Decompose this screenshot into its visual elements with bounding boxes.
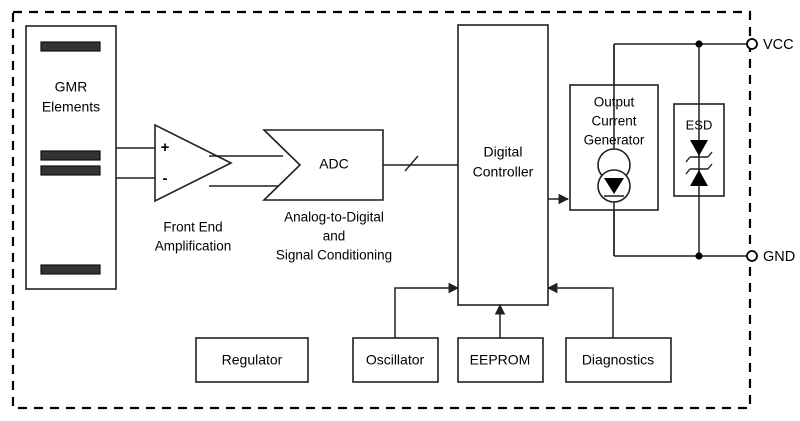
wire-diagnostics-to-controller: [546, 282, 614, 338]
adc-caption-line1: Analog-to-Digital: [284, 210, 384, 225]
gmr-bar-2: [40, 150, 101, 161]
oscillator-box: [352, 337, 439, 383]
gmr-elements-block: GMR Elements: [25, 25, 117, 290]
gmr-label-line1: GMR: [55, 79, 88, 95]
pin-label-gnd: GND: [763, 249, 795, 265]
amplifier-plus-label: +: [161, 139, 170, 156]
amplifier-caption-line1: Front End: [163, 220, 222, 235]
wire-oscillator-to-controller: [394, 282, 460, 338]
diagnostics-box: [565, 337, 672, 383]
digital-controller-label-line1: Digital: [484, 144, 523, 160]
amplifier-triangle: [154, 123, 233, 203]
zener-diode-icon-upper: [685, 140, 713, 163]
adc-shape: [262, 129, 384, 201]
esd-block: ESD: [673, 44, 725, 256]
zener-lower-body: [690, 170, 708, 186]
terminal-ring-gnd: [746, 250, 758, 262]
gmr-bar-1: [40, 41, 101, 52]
adc-block: ADC Analog-to-Digital and Signal Conditi…: [262, 129, 392, 263]
eeprom-block: EEPROM: [457, 337, 544, 383]
gmr-bar-4: [40, 264, 101, 275]
zener-upper-body: [690, 140, 708, 156]
diagnostics-label: Diagnostics: [582, 352, 654, 368]
junction-dot-vcc: [695, 40, 703, 48]
bus-slash-icon: [404, 155, 419, 172]
junction-dot-gnd: [695, 252, 703, 260]
terminal-ring-vcc: [746, 38, 758, 50]
digital-controller-label-line2: Controller: [473, 164, 534, 180]
regulator-block: Regulator: [195, 337, 309, 383]
front-end-amplifier: + - Front End Amplification: [154, 123, 233, 254]
zener-upper-tick-left: [685, 156, 691, 163]
current-source-icon: [597, 44, 631, 256]
package-outline: [11, 10, 752, 410]
output-current-generator-block: Output Current Generator: [569, 44, 659, 256]
oscillator-block: Oscillator: [352, 337, 439, 383]
pin-label-vcc: VCC: [763, 37, 794, 53]
digital-controller-block: Digital Controller: [457, 24, 549, 306]
gmr-label-line2: Elements: [42, 99, 100, 115]
oscillator-label: Oscillator: [366, 352, 425, 368]
amplifier-caption-line2: Amplification: [155, 239, 232, 254]
gmr-bar-3: [40, 165, 101, 176]
adc-caption-line3: Signal Conditioning: [276, 248, 392, 263]
zener-diode-icon-lower: [685, 163, 713, 186]
amplifier-minus-label: -: [163, 170, 168, 187]
zener-lower-tick-right: [707, 163, 713, 170]
regulator-box: [195, 337, 309, 383]
adc-caption-line2: and: [323, 229, 346, 244]
regulator-label: Regulator: [222, 352, 283, 368]
zener-lower-tick-left: [685, 168, 691, 175]
diagnostics-block: Diagnostics: [565, 337, 672, 383]
adc-label: ADC: [319, 156, 349, 172]
zener-upper-tick-right: [707, 151, 713, 158]
eeprom-label: EEPROM: [470, 352, 531, 368]
current-source-arrowhead: [604, 178, 624, 194]
digital-controller-box: [457, 24, 549, 306]
